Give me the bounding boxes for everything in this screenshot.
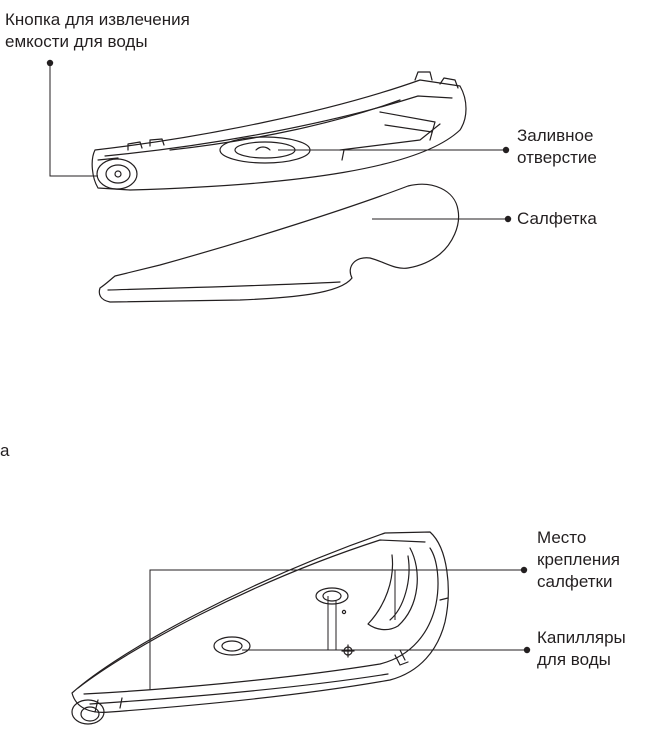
capillaries-label: Капилляры для воды: [537, 627, 626, 671]
partial-text-fragment: а: [0, 440, 9, 462]
release-button-label-line2: емкости для воды: [5, 31, 190, 53]
release-button-label-line1: Кнопка для извлечения: [5, 9, 190, 31]
dot-fill-hole: [503, 147, 509, 153]
mount-point-label-line1: Место: [537, 527, 620, 549]
mop-cloth-illustration: [99, 184, 458, 302]
mount-point-label-line3: салфетки: [537, 571, 620, 593]
mount-point-label-line2: крепления: [537, 549, 620, 571]
release-button-label: Кнопка для извлечения емкости для воды: [5, 9, 190, 53]
mop-cloth-label: Салфетка: [517, 208, 597, 230]
capillaries-label-line2: для воды: [537, 649, 626, 671]
dot-release-button: [47, 60, 53, 66]
dot-capillaries: [524, 647, 530, 653]
mount-point-label: Место крепления салфетки: [537, 527, 620, 593]
water-tank-illustration: [92, 72, 466, 190]
fill-hole-label-line2: отверстие: [517, 147, 597, 169]
dot-mount-point: [521, 567, 527, 573]
capillaries-label-line1: Капилляры: [537, 627, 626, 649]
dot-mop-cloth: [505, 216, 511, 222]
tank-underside-illustration: [72, 532, 448, 724]
leader-release-button: [50, 63, 98, 176]
fill-hole-label: Заливное отверстие: [517, 125, 597, 169]
fill-hole-label-line1: Заливное: [517, 125, 597, 147]
